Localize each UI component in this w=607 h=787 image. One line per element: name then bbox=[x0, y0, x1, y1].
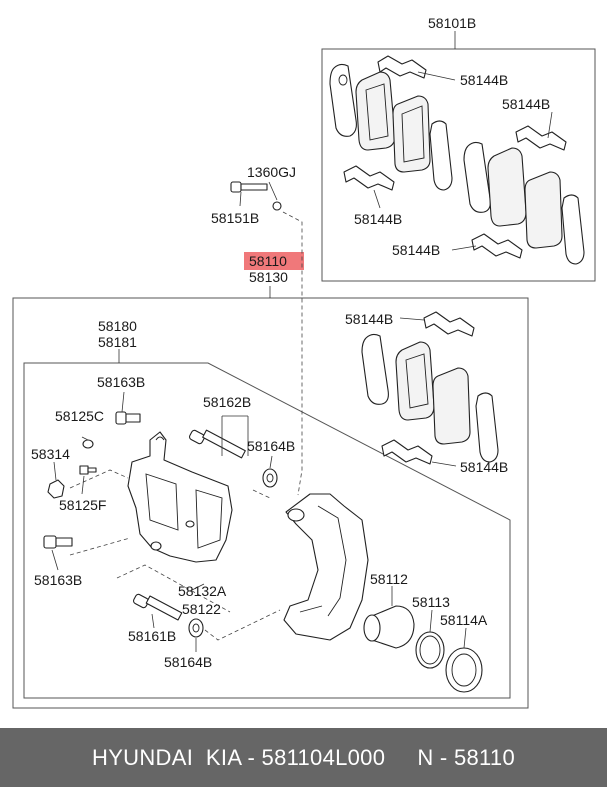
caliper-carrier-bracket bbox=[283, 493, 369, 641]
label-58125f: 58125F bbox=[59, 497, 106, 513]
label-58130: 58130 bbox=[249, 269, 288, 285]
label-58101b: 58101B bbox=[428, 15, 476, 31]
label-58132a: 58132A bbox=[178, 583, 227, 599]
label-58164b-2: 58164B bbox=[164, 654, 212, 670]
label-58113: 58113 bbox=[412, 594, 450, 610]
label-58144b-5: 58144B bbox=[345, 311, 393, 327]
shim-mid-left bbox=[463, 141, 491, 213]
brake-caliper-exploded-diagram: 58101B 58144B 58144B 58144B 58144B 1360G… bbox=[12, 15, 596, 709]
caliper-assembly-frame bbox=[12, 297, 529, 709]
pad-clip-top-4 bbox=[471, 233, 523, 259]
part-number-highlight bbox=[244, 252, 304, 270]
caliper-housing-58132a bbox=[127, 431, 233, 563]
footer-part-number-text: HYUNDAI KIA - 581104L000 N - 58110 bbox=[92, 745, 515, 770]
bleeder-screw-58125f bbox=[79, 465, 97, 475]
brake-pad-lower-2 bbox=[432, 367, 471, 445]
brake-pad-top-3 bbox=[487, 147, 527, 227]
piston-58112 bbox=[363, 605, 415, 649]
label-58112: 58112 bbox=[370, 571, 408, 587]
label-58180: 58180 bbox=[98, 318, 137, 334]
label-58181: 58181 bbox=[98, 334, 137, 350]
bolt-58163b-lower bbox=[43, 535, 73, 549]
guide-bolt-58151b bbox=[230, 181, 268, 193]
label-58144b-2: 58144B bbox=[502, 96, 550, 112]
bolt-58163b-top bbox=[115, 411, 141, 425]
label-58314: 58314 bbox=[31, 446, 70, 462]
shim-left-top bbox=[329, 63, 357, 137]
label-58110: 58110 bbox=[249, 253, 287, 269]
brake-pad-top-1 bbox=[355, 71, 396, 151]
label-58162b: 58162B bbox=[203, 394, 251, 410]
pad-clip-top-1 bbox=[377, 55, 427, 79]
bushing-58164b-lower bbox=[188, 618, 204, 638]
guide-pin-58162b bbox=[188, 429, 246, 459]
pad-clip-top-2 bbox=[343, 165, 395, 191]
dust-boot-58114a bbox=[445, 647, 483, 693]
brake-pad-lower-1 bbox=[395, 341, 435, 421]
pad-clip-mid-1 bbox=[423, 311, 475, 337]
label-58144b-3: 58144B bbox=[354, 211, 402, 227]
label-58125c: 58125C bbox=[55, 408, 104, 424]
shim-mid-right bbox=[561, 194, 585, 265]
bleeder-cap-58125c bbox=[82, 439, 94, 449]
banjo-bolt-58314 bbox=[47, 479, 65, 499]
label-58144b-1: 58144B bbox=[460, 72, 508, 88]
label-58163b-1: 58163B bbox=[97, 374, 145, 390]
bushing-58164b-top bbox=[262, 468, 278, 488]
shim-right-top bbox=[429, 120, 453, 191]
label-58163b-2: 58163B bbox=[34, 572, 82, 588]
label-58122: 58122 bbox=[182, 601, 221, 617]
pad-clip-top-3 bbox=[515, 125, 567, 151]
shim-lower-right bbox=[475, 392, 499, 463]
caliper-body-subframe bbox=[23, 362, 511, 699]
pad-clip-mid-2 bbox=[381, 439, 433, 465]
label-1360gj: 1360GJ bbox=[247, 164, 296, 180]
label-58144b-4: 58144B bbox=[392, 242, 440, 258]
shim-lower-left bbox=[361, 333, 389, 405]
label-58164b-1: 58164B bbox=[247, 438, 295, 454]
label-58144b-6: 58144B bbox=[460, 459, 508, 475]
label-58161b: 58161B bbox=[128, 628, 176, 644]
brake-pad-top-4 bbox=[524, 171, 563, 249]
washer-1360gj bbox=[272, 201, 282, 211]
pad-kit-frame bbox=[321, 48, 596, 282]
label-58114a: 58114A bbox=[440, 612, 488, 628]
guide-pin-58161b bbox=[132, 593, 183, 621]
part-number-footer: HYUNDAI KIA - 581104L000 N - 58110 bbox=[0, 728, 607, 787]
label-58151b: 58151B bbox=[211, 210, 259, 226]
